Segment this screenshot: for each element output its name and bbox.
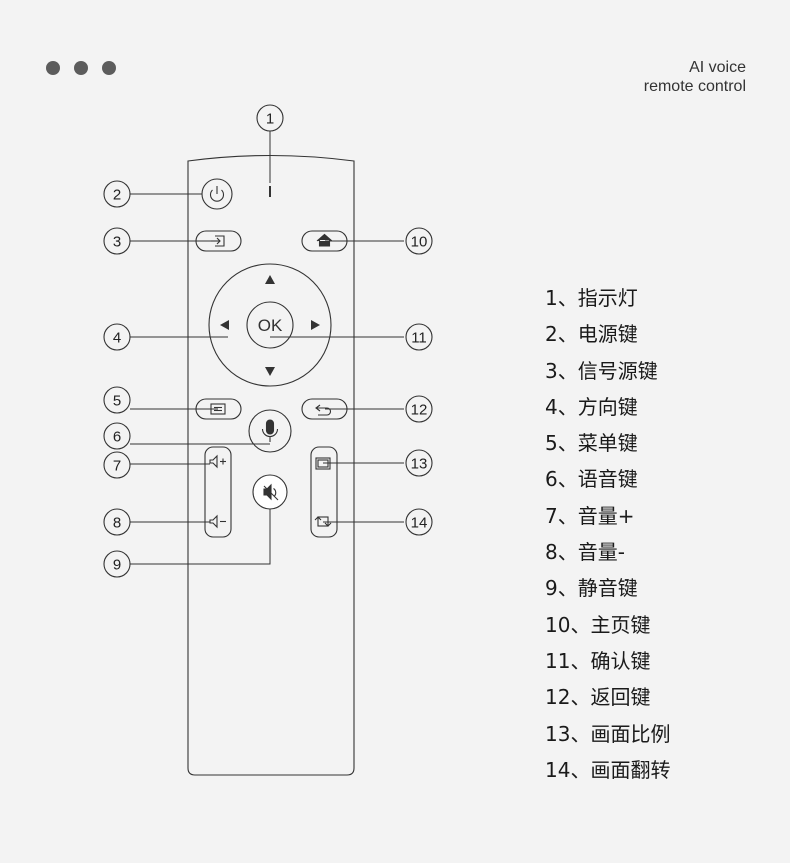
callout-3: 3 (113, 234, 121, 251)
power-icon (210, 186, 224, 202)
callout-12: 12 (411, 402, 428, 419)
aspect-flip-rocker (310, 446, 338, 538)
callout-1: 1 (266, 111, 274, 128)
legend-item: 3、信号源键 (545, 358, 658, 383)
legend-item: 9、静音键 (545, 576, 638, 601)
callout-4: 4 (113, 330, 121, 347)
callout-numbers: 1 2 3 4 5 6 7 8 9 10 11 12 13 14 (113, 111, 428, 574)
dot-1 (46, 61, 60, 75)
mute-button[interactable] (252, 474, 288, 510)
dpad-down-arrow[interactable] (265, 367, 275, 376)
volume-down-button[interactable] (209, 514, 226, 529)
callout-5: 5 (113, 393, 121, 410)
callout-9: 9 (113, 557, 121, 574)
direction-pad (208, 263, 332, 387)
volume-rocker (204, 446, 232, 538)
dpad-left-arrow[interactable] (220, 320, 229, 330)
legend-item: 11、确认键 (545, 648, 651, 673)
product-title: AI voice remote control (644, 58, 746, 96)
window-dots (46, 61, 116, 75)
legend-item: 7、音量+ (545, 503, 635, 528)
ok-label: OK (258, 316, 283, 335)
callout-circles (103, 104, 433, 578)
dot-3 (102, 61, 116, 75)
callout-10: 10 (411, 234, 428, 251)
callout-2: 2 (113, 187, 121, 204)
dot-2 (74, 61, 88, 75)
legend-item: 12、返回键 (545, 685, 651, 710)
title-line-2: remote control (643, 78, 746, 95)
callout-14: 14 (411, 515, 428, 532)
dpad-right-arrow[interactable] (311, 320, 320, 330)
dpad-up-arrow[interactable] (265, 275, 275, 284)
remote-body (187, 154, 355, 776)
back-icon (315, 404, 332, 416)
callout-6: 6 (113, 429, 121, 446)
power-button[interactable] (201, 178, 233, 210)
voice-button[interactable] (248, 409, 292, 453)
callout-13: 13 (411, 456, 428, 473)
home-icon (316, 233, 333, 247)
callout-11: 11 (411, 330, 427, 347)
legend-item: 8、音量- (545, 540, 625, 565)
legend-item: 4、方向键 (545, 394, 638, 419)
legend-item: 14、画面翻转 (545, 757, 671, 782)
volume-up-icon (209, 454, 226, 469)
mute-icon (263, 483, 279, 501)
legend-item: 2、电源键 (545, 322, 638, 347)
legend-item: 6、语音键 (545, 467, 638, 492)
volume-down-icon (209, 514, 226, 529)
legend-item: 1、指示灯 (545, 286, 638, 310)
legend-item: 5、菜单键 (545, 431, 638, 456)
legend-item: 13、画面比例 (545, 721, 671, 746)
callout-8: 8 (113, 515, 121, 532)
volume-up-button[interactable] (209, 454, 226, 469)
button-legend: 1、指示灯 2、电源键 3、信号源键 4、方向键 5、菜单键 6、语音键 7、音… (545, 280, 670, 788)
microphone-icon (261, 419, 279, 442)
title-line-1: AI voice (689, 59, 746, 76)
legend-item: 10、主页键 (545, 612, 651, 637)
ok-button[interactable] (246, 301, 294, 349)
callout-7: 7 (113, 458, 121, 475)
callout-leaders (130, 131, 404, 565)
